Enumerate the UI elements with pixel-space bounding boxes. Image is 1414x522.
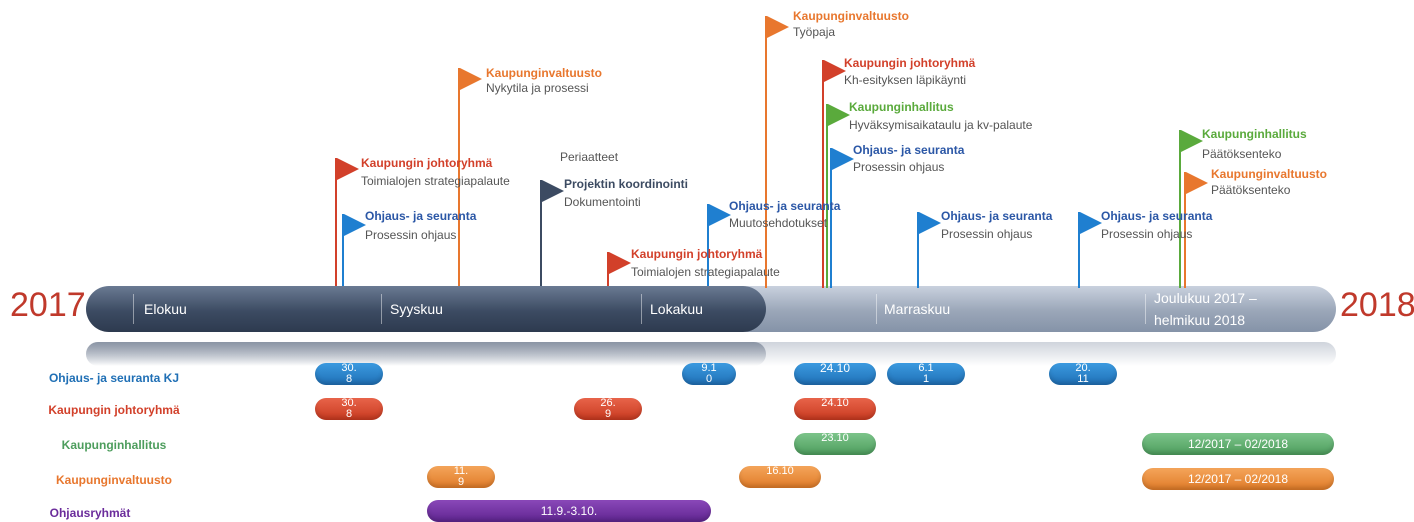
month-separator — [876, 294, 877, 324]
flag-title: Kaupungin johtoryhmä — [631, 247, 763, 261]
flag-pole — [1184, 172, 1186, 288]
flag-title: Ohjaus- ja seuranta — [365, 209, 477, 223]
flag-title: Kaupungin johtoryhmä — [844, 56, 976, 70]
timeline-bar — [86, 286, 1336, 332]
month-elokuu: Elokuu — [144, 301, 187, 317]
flag-icon — [828, 104, 850, 126]
row-label-johtoryhma: Kaupungin johtoryhmä — [48, 403, 180, 417]
flag-icon — [460, 68, 482, 90]
date-pill: 12/2017 – 02/2018 — [1142, 468, 1334, 490]
flag-icon — [337, 158, 359, 180]
flag-icon — [832, 148, 854, 170]
date-pill: 12/2017 – 02/2018 — [1142, 433, 1334, 455]
flag-title: Ohjaus- ja seuranta — [941, 209, 1053, 223]
flag-subtitle: Prosessin ohjaus — [941, 227, 1033, 241]
month-separator — [381, 294, 382, 324]
flag-title: Ohjaus- ja seuranta — [729, 199, 841, 213]
flag-title: Kaupunginvaltuusto — [486, 66, 602, 80]
month-joulukuu-line1: Joulukuu 2017 – — [1154, 290, 1257, 306]
row-label-valtuusto: Kaupunginvaltuusto — [56, 473, 172, 487]
flag-subtitle: Päätöksenteko — [1202, 147, 1282, 161]
timeline-bar-future — [726, 286, 1336, 332]
date-pill: 6.1 1 — [887, 363, 965, 385]
date-pill: 11. 9 — [427, 466, 495, 488]
date-pill: 23.10 — [794, 433, 876, 455]
flag-icon — [1080, 212, 1102, 234]
flag-pole — [458, 68, 460, 288]
flag-icon — [919, 212, 941, 234]
flag-pole — [335, 158, 337, 288]
flag-pole — [707, 204, 709, 288]
date-pill: 11.9.-3.10. — [427, 500, 711, 522]
flag-subtitle: Periaatteet — [560, 150, 619, 164]
flag-subtitle: Kh-esityksen läpikäynti — [844, 73, 967, 87]
flag-icon — [609, 252, 631, 274]
month-syyskuu: Syyskuu — [390, 301, 443, 317]
month-lokakuu: Lokakuu — [650, 301, 703, 317]
flag-subtitle: Muutosehdotukset — [729, 216, 828, 230]
flag-pole — [1179, 130, 1181, 288]
flag-subtitle: Prosessin ohjaus — [1101, 227, 1193, 241]
timeline-bar-past — [86, 286, 766, 332]
timeline-reflection-dark — [86, 342, 766, 366]
flag-pole — [826, 104, 828, 288]
month-marraskuu: Marraskuu — [884, 301, 951, 317]
flag-pole — [765, 16, 767, 288]
flag-subtitle: Työpaja — [793, 25, 836, 39]
flag-title: Kaupungin johtoryhmä — [361, 156, 493, 170]
month-separator — [1145, 294, 1146, 324]
month-joulukuu-line2: helmikuu 2018 — [1154, 312, 1246, 328]
flag-title: Ohjaus- ja seuranta — [853, 143, 965, 157]
flag-title: Projektin koordinointi — [564, 177, 689, 191]
date-pill: 30. 8 — [315, 398, 383, 420]
date-pill: 20. 11 — [1049, 363, 1117, 385]
flag-title: Kaupunginvaltuusto — [1211, 167, 1327, 181]
flag-pole — [607, 252, 609, 288]
row-label-ohjausryhmat: Ohjausryhmät — [49, 506, 131, 520]
flag-subtitle: Päätöksenteko — [1211, 183, 1291, 197]
flag-pole — [342, 214, 344, 288]
date-pill: 24.10 — [794, 363, 876, 385]
flag-title: Kaupunginhallitus — [849, 100, 954, 114]
flag-title: Kaupunginvaltuusto — [793, 9, 909, 23]
flag-pole — [540, 180, 542, 288]
date-pill: 9.1 0 — [682, 363, 736, 385]
date-pill: 24.10 — [794, 398, 876, 420]
month-separator — [133, 294, 134, 324]
row-label-ohjaus: Ohjaus- ja seuranta KJ — [48, 371, 180, 385]
flag-pole — [830, 148, 832, 288]
flag-icon — [709, 204, 731, 226]
flag-title: Kaupunginhallitus — [1202, 127, 1307, 141]
flag-subtitle: Dokumentointi — [564, 195, 641, 209]
flag-icon — [767, 16, 789, 38]
year-start-label: 2017 — [10, 286, 86, 324]
year-end-label: 2018 — [1340, 286, 1414, 324]
flag-pole — [1078, 212, 1080, 288]
row-label-hallitus: Kaupunginhallitus — [61, 438, 167, 452]
flag-subtitle: Toimialojen strategiapalaute — [361, 174, 510, 188]
flag-subtitle: Toimialojen strategiapalaute — [631, 265, 780, 279]
flag-subtitle: Prosessin ohjaus — [365, 228, 457, 242]
flag-subtitle: Prosessin ohjaus — [853, 160, 945, 174]
flag-icon — [1181, 130, 1203, 152]
flag-pole — [822, 60, 824, 288]
date-pill: 26. 9 — [574, 398, 642, 420]
flag-icon — [542, 180, 564, 202]
month-separator — [641, 294, 642, 324]
flag-icon — [344, 214, 366, 236]
flag-pole — [917, 212, 919, 288]
flag-icon — [1186, 172, 1208, 194]
flag-subtitle: Nykytila ja prosessi — [486, 81, 589, 95]
flag-icon — [824, 60, 846, 82]
flag-title: Ohjaus- ja seuranta — [1101, 209, 1213, 223]
flag-subtitle: Hyväksymisaikataulu ja kv-palaute — [849, 118, 1033, 132]
date-pill: 30. 8 — [315, 363, 383, 385]
date-pill: 16.10 — [739, 466, 821, 488]
